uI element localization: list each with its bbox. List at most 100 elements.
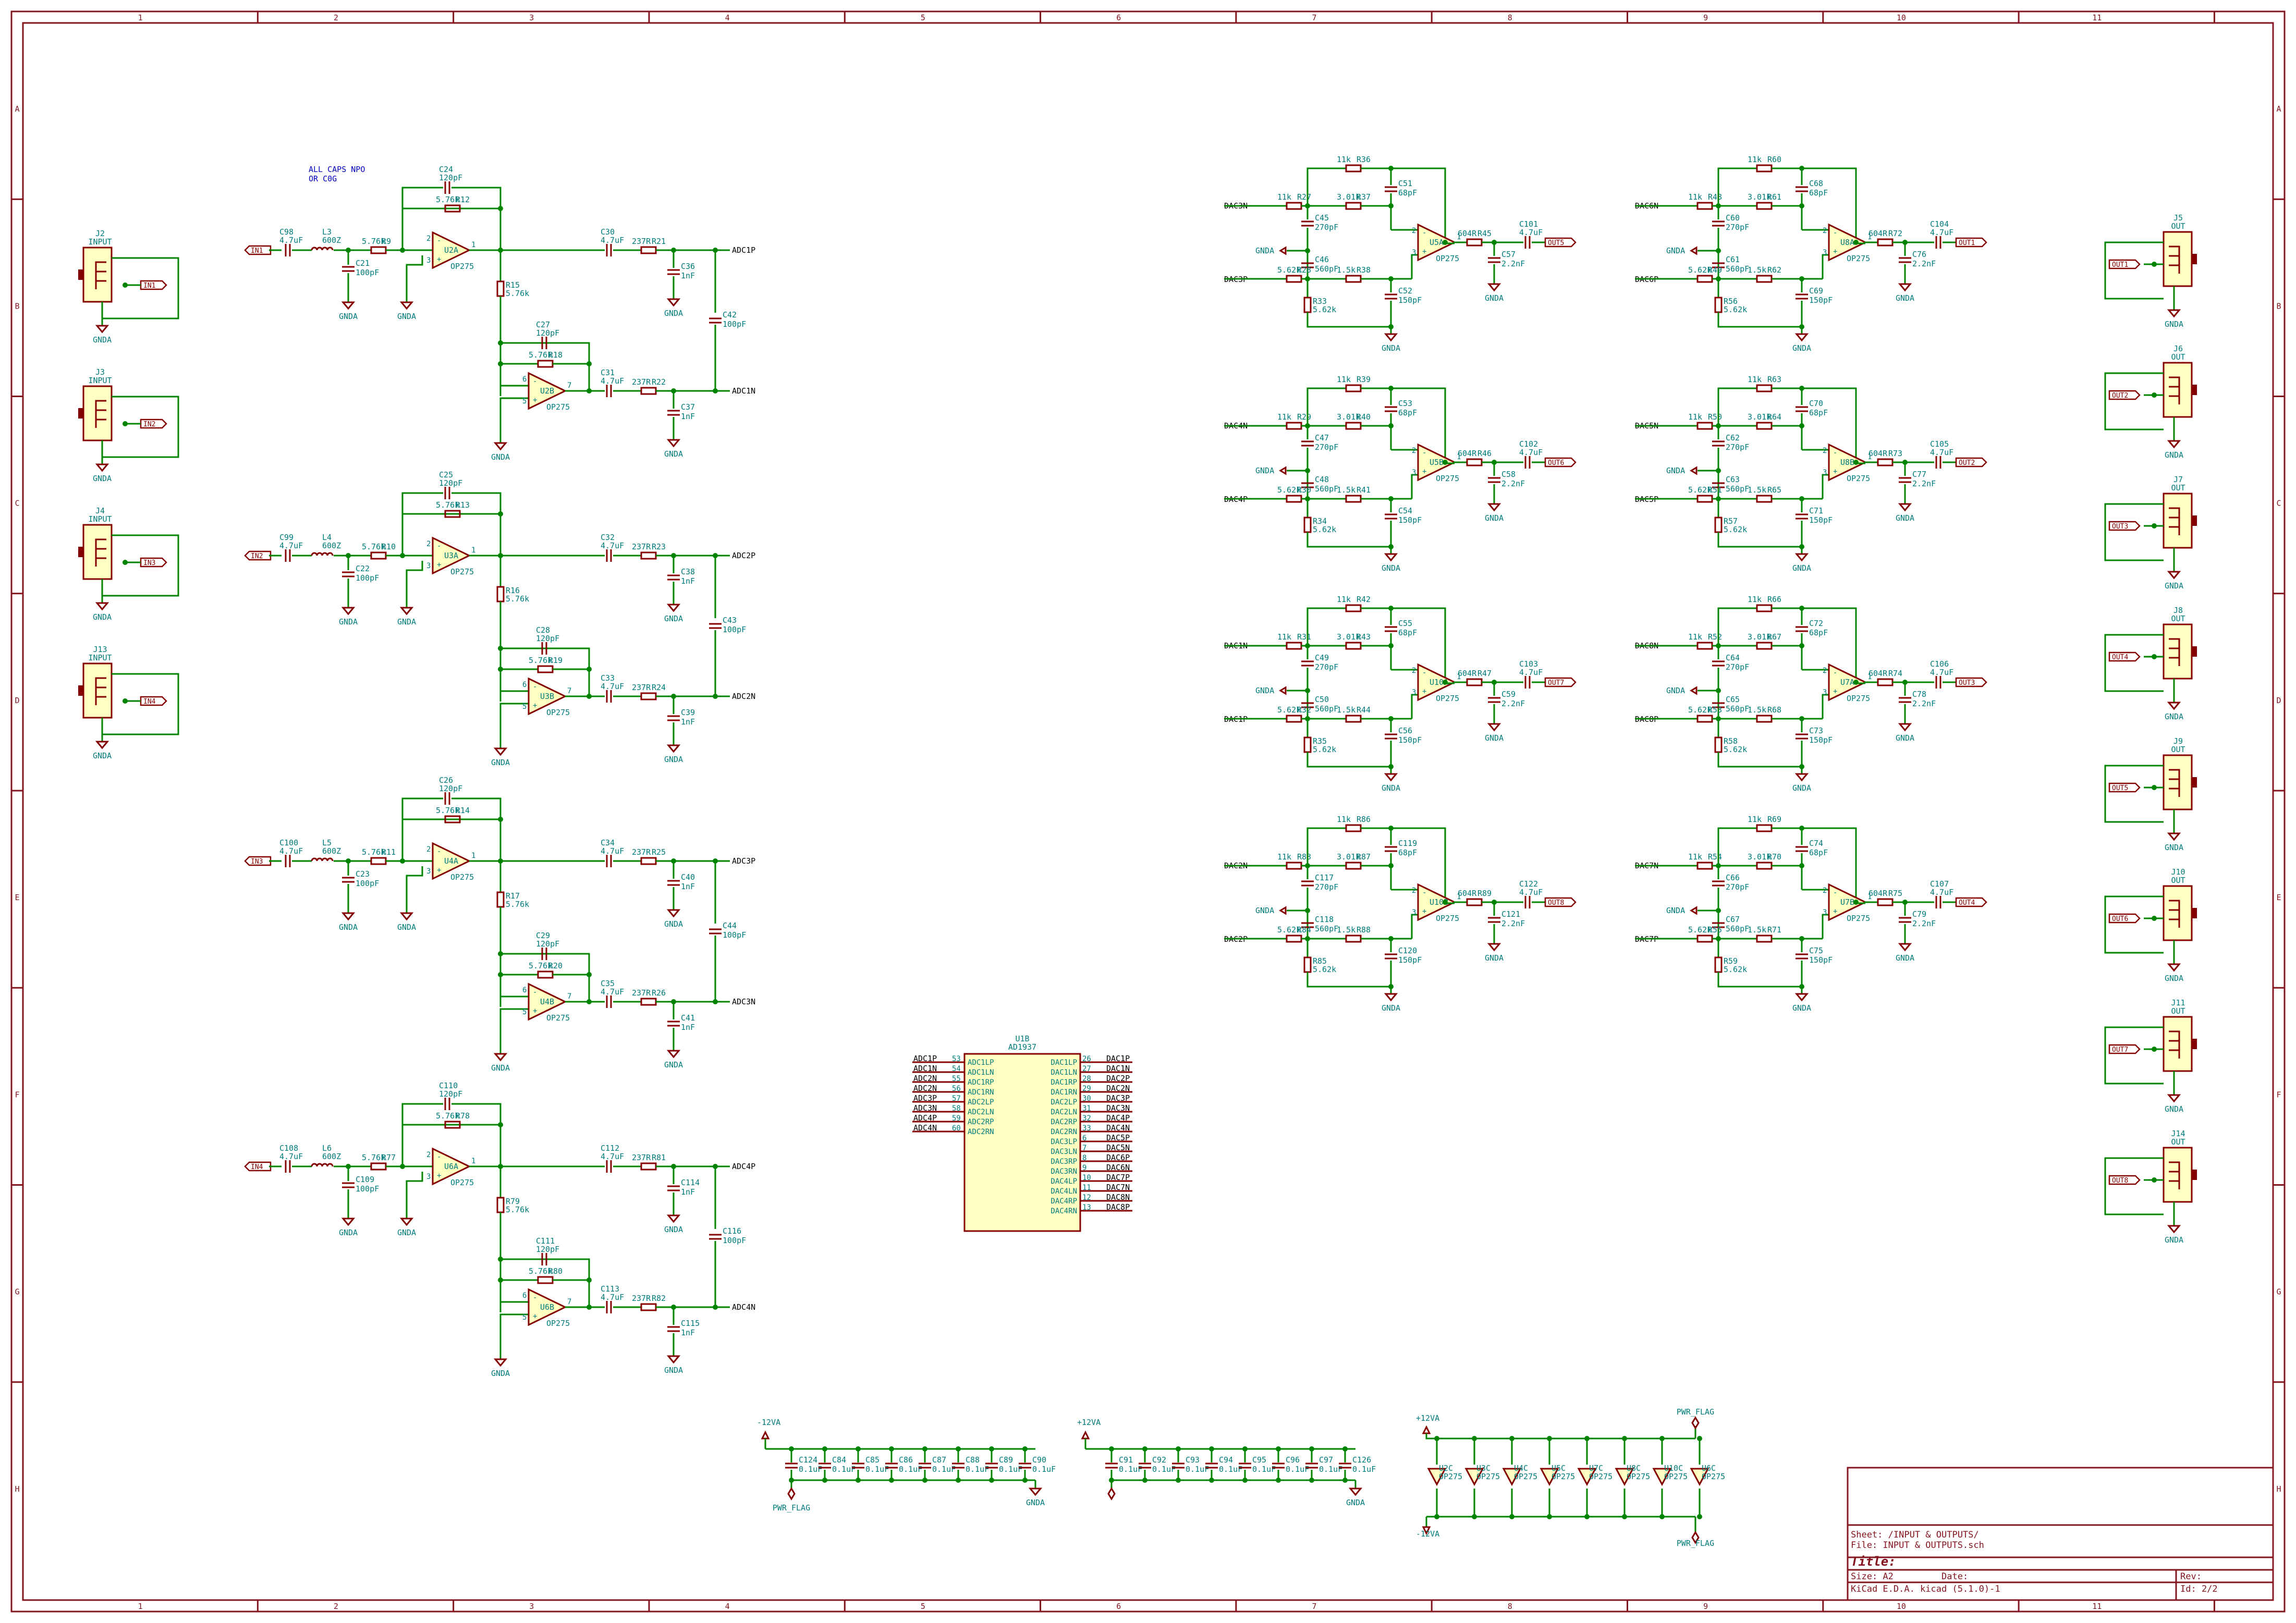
ground-symbol: [399, 912, 414, 921]
title-block: Sheet: /INPUT & OUTPUTS/File: INPUT & OU…: [1847, 1467, 2274, 1601]
resistor-value: 5.76k: [436, 806, 459, 815]
hier-label-text: IN4: [143, 698, 156, 706]
capacitor-ref: C106: [1930, 659, 1949, 669]
resistor-value: 1.5k: [1337, 485, 1355, 495]
opamp-ref: U2A: [444, 245, 458, 255]
resistor-value: 237R: [632, 988, 651, 998]
resistor-symbol: [1696, 642, 1713, 650]
capacitor-value: 4.7uF: [279, 846, 303, 856]
jack-plug-mark: [2192, 254, 2197, 264]
opamp-ref: U2B: [540, 386, 554, 396]
opamp-power-unit: [1652, 1468, 1672, 1486]
opamp-pin-sign: -: [1422, 669, 1426, 677]
resistor-ref: R11: [382, 847, 396, 857]
pin-number: 3: [426, 562, 431, 570]
resistor-value: 237R: [632, 542, 651, 551]
opamp-ref: U5A: [1430, 238, 1444, 247]
capacitor-ref: C90: [1032, 1455, 1046, 1465]
hier-label-text: IN2: [251, 552, 263, 560]
row-label-right: D: [2276, 696, 2281, 705]
pin-number: 3: [426, 1173, 431, 1181]
wire: [2104, 1157, 2164, 1215]
resistor-ref: R40: [1357, 412, 1371, 422]
resistor-value: 604R: [1868, 889, 1888, 898]
pin-number: 2: [426, 1151, 431, 1159]
opamp-power-unit: [1502, 1468, 1522, 1486]
codec-ref: U1B: [1015, 1034, 1029, 1043]
junction-dot: [123, 282, 128, 288]
capacitor-ref: C73: [1809, 726, 1823, 735]
capacitor-value: 150pF: [1809, 955, 1833, 965]
hier-label-text: OUT1: [2112, 261, 2128, 269]
net-label: ADC2P: [732, 551, 755, 560]
ground-label: GNDA: [397, 617, 416, 626]
ground-label: GNDA: [93, 612, 112, 622]
capacitor-ref: C50: [1315, 695, 1329, 704]
capacitor-value: 560pF: [1726, 264, 1749, 274]
column-label-bottom: 5: [921, 1602, 925, 1611]
pin-name: DAC1LN: [1051, 1068, 1077, 1077]
tb-id: Id: 2/2: [2180, 1584, 2218, 1594]
column-label-bottom: 3: [529, 1602, 534, 1611]
inductor-symbol: [311, 857, 334, 862]
jack-value: OUT: [2171, 614, 2185, 623]
wire: [1411, 694, 1418, 719]
ground-label: GNDA: [339, 312, 358, 321]
capacitor-value: 4.7uF: [1930, 228, 1953, 237]
opamp-symbol: [432, 842, 471, 880]
capacitor-ref: C109: [356, 1175, 374, 1184]
ground-label: GNDA: [1666, 466, 1685, 475]
resistor-value: 5.76k: [362, 847, 385, 857]
resistor-symbol: [1714, 956, 1723, 973]
net-label: DAC3P: [1106, 1093, 1130, 1103]
capacitor-ref: C27: [536, 320, 550, 329]
capacitor-ref: C91: [1119, 1455, 1133, 1465]
junction-dot: [2152, 262, 2157, 267]
opamp-pin-sign: -: [533, 683, 537, 691]
resistor-value: 3.01k: [1337, 412, 1360, 422]
resistor-value: 11k: [1277, 412, 1291, 422]
ground-symbol: [399, 1218, 414, 1226]
ground-label: GNDA: [1255, 466, 1274, 475]
capacitor-value: 68pF: [1398, 848, 1417, 857]
ground-label: GNDA: [1792, 1003, 1811, 1013]
capacitor-value: 68pF: [1809, 848, 1828, 857]
junction-dot: [2152, 392, 2157, 398]
capacitor-value: 120pF: [439, 1089, 462, 1099]
resistor-ref: R38: [1357, 265, 1371, 275]
resistor-symbol: [1877, 458, 1894, 466]
resistor-symbol: [1756, 862, 1773, 870]
ground-symbol: [95, 741, 109, 749]
jack-contact: [95, 696, 106, 705]
opamp-unit-ref: U4C: [1514, 1464, 1528, 1473]
ground-label: GNDA: [1485, 513, 1504, 523]
capacitor-value: 1nF: [681, 1187, 695, 1197]
opamp-pin-sign: +: [437, 1172, 441, 1180]
capacitor-ref: C87: [932, 1455, 946, 1465]
ground-label: GNDA: [2165, 974, 2183, 983]
resistor-ref: R35: [1313, 736, 1327, 746]
resistor-value: 1.5k: [1748, 925, 1766, 935]
ground-symbol: [493, 1053, 508, 1062]
junction-dot: [587, 1277, 592, 1283]
resistor-value: 1.5k: [1748, 485, 1766, 495]
resistor-ref: R26: [652, 988, 666, 998]
junction-dot: [498, 1257, 503, 1262]
opamp-part: OP275: [1436, 914, 1459, 923]
pin-number: 7: [567, 687, 571, 695]
opamp-unit-part: OP275: [1627, 1472, 1650, 1481]
opamp-part: OP275: [450, 872, 474, 882]
net-label: ADC1P: [913, 1054, 937, 1063]
wire: [499, 385, 529, 396]
resistor-symbol: [1345, 604, 1362, 612]
junction-dot: [2152, 1047, 2157, 1052]
capacitor-ref: C34: [601, 838, 615, 847]
resistor-value: 5.62k: [1724, 305, 1747, 314]
net-label: DAC4N: [1106, 1123, 1130, 1133]
capacitor-ref: C114: [681, 1178, 700, 1187]
junction-dot: [1799, 863, 1804, 868]
ground-symbol: [1690, 246, 1697, 255]
opamp-pin-sign: -: [437, 847, 441, 856]
resistor-value: 5.62k: [1313, 305, 1336, 314]
jack-contact: [2169, 918, 2180, 928]
